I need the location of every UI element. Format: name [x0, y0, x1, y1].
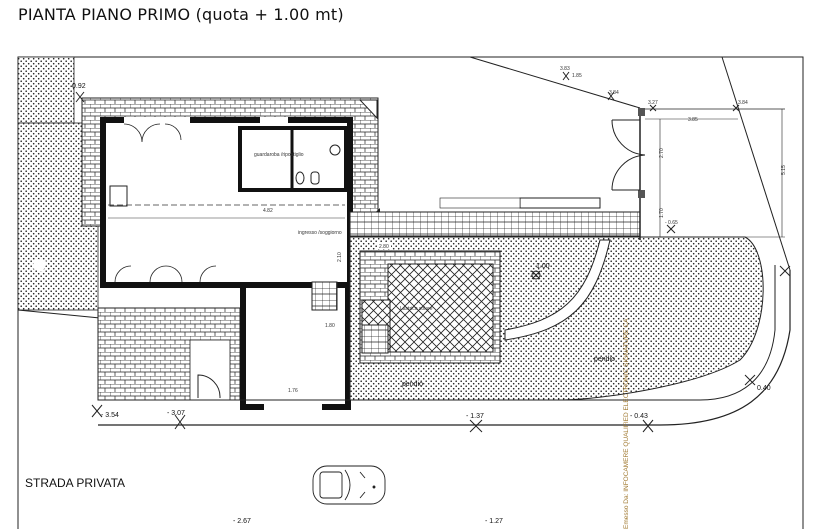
level-marker-icon: [531, 270, 541, 280]
drawing-title: PIANTA PIANO PRIMO (quota + 1.00 mt): [18, 5, 344, 24]
room-label-terrace: Lastrico solare: [400, 306, 433, 312]
dim-lower-room: 1.76: [288, 388, 298, 394]
road-label: STRADA PRIVATA: [25, 476, 125, 490]
elevation-label: - 1.37: [466, 413, 484, 420]
elevation-label: 1.85: [572, 73, 582, 79]
dim-hall: 4.82: [263, 208, 273, 214]
slope-label: pendio: [594, 356, 615, 363]
elevation-label: - 3.54: [101, 412, 119, 419]
garden-left: [17, 56, 75, 124]
road-edge: [98, 270, 791, 426]
survey-point-marks: [75, 71, 791, 433]
dim-terrace: 2.80: [379, 244, 389, 250]
toilet-icon: [295, 171, 305, 185]
elevation-label: 3.27: [648, 100, 658, 106]
dim-hall-vertical: 2.10: [337, 252, 343, 262]
elevation-label: 0.92: [72, 83, 86, 90]
road-edge: [98, 265, 776, 401]
terrace-strip: [349, 211, 641, 237]
sink-icon: [329, 144, 341, 156]
boundary-line: [469, 56, 641, 109]
elevation-label: - 0.65: [665, 220, 678, 226]
elevation-label: 0.40: [757, 385, 771, 392]
boundary-line: [721, 56, 791, 271]
room-label-wardrobe: guardaroba /ripostiglio: [254, 152, 304, 158]
elevation-label: - 0.43: [630, 413, 648, 420]
garden-level: 1.00: [536, 263, 550, 270]
room-label-entrance: ingresso /soggiorno: [298, 230, 342, 236]
dim-door: 1.70: [659, 208, 665, 218]
signature-watermark: Emesso Da: INFOCAMERE QUALIFIED ELECTRON…: [623, 318, 630, 529]
elevation-label: - 1.27: [485, 518, 503, 525]
bidet-icon: [310, 171, 320, 185]
gate: [611, 108, 785, 240]
car-icon: [312, 465, 386, 505]
dim-gate-width: 3.85: [688, 117, 698, 123]
elevation-label: 3.83: [560, 66, 570, 72]
elevation-label: - 3.07: [167, 410, 185, 417]
elevation-label: 3.84: [738, 100, 748, 106]
dim-door: 2.70: [659, 148, 665, 158]
elevation-label: - 2.67: [233, 518, 251, 525]
dim-gate-height: 5.15: [781, 165, 787, 175]
dim-entry-step: 1.80: [325, 323, 335, 329]
elevation-label: 3.84: [609, 90, 619, 96]
patio-hatch: [387, 263, 494, 353]
slope-label: pendio: [402, 381, 423, 388]
